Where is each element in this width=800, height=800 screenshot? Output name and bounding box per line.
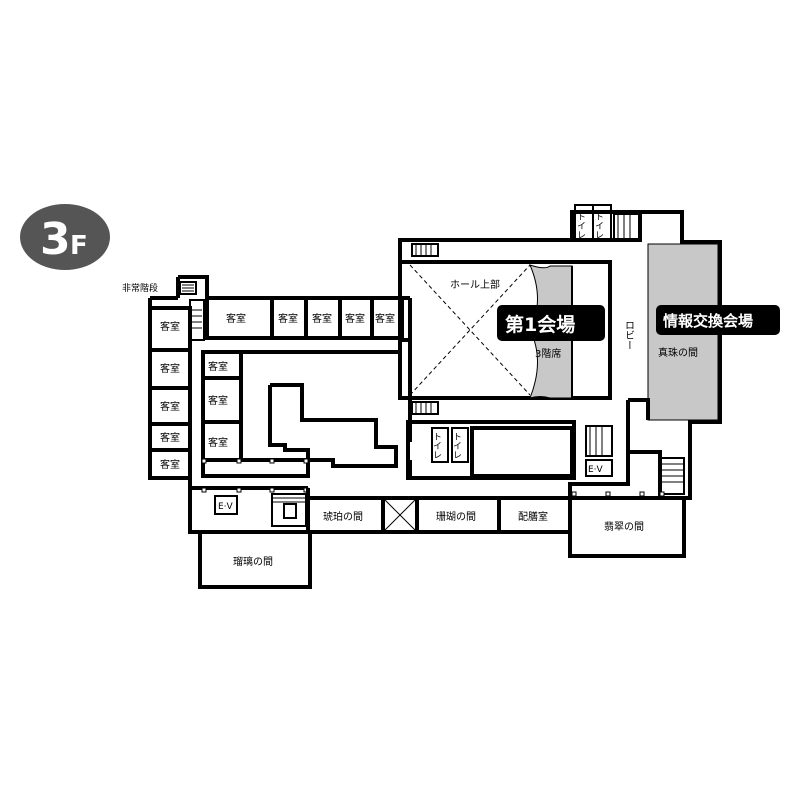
guest-room-label: 客室 [208, 394, 228, 407]
guest-room-row-top: 客室 客室 客室 客室 客室 [205, 296, 404, 340]
bottom-left-core: E·V [190, 493, 307, 534]
columns [201, 458, 665, 497]
toilet-label: トイレ [593, 212, 604, 239]
toilet-label: トイレ [431, 432, 442, 459]
guest-room-label: 客室 [160, 362, 180, 375]
shinju-label: 真珠の間 [658, 346, 698, 359]
toilet-label: トイレ [575, 212, 586, 239]
emergency-stairs-label: 非常階段 [122, 282, 158, 294]
guest-room-label: 客室 [160, 320, 180, 333]
hall-upper-label: ホール上部 [450, 278, 500, 291]
guest-room-label: 客室 [160, 431, 180, 444]
haizen-label: 配膳室 [518, 510, 548, 523]
ruri-label: 瑠璃の間 [233, 555, 273, 568]
guest-room-label: 客室 [208, 436, 228, 449]
third-floor-seats-label: 3階席 [535, 347, 561, 360]
guest-room-label: 客室 [226, 312, 246, 325]
ev-label: E·V [218, 502, 234, 512]
floor-badge: 3 F [20, 204, 110, 270]
floor-number: 3 [40, 214, 71, 265]
guest-room-column-left: 客室 客室 客室 客室 客室 [148, 306, 192, 480]
corridor-segment [568, 452, 630, 498]
right-corridor-walls [626, 398, 685, 498]
guest-room-label: 客室 [375, 312, 395, 325]
toilet-top: トイレ トイレ [574, 204, 641, 242]
bottom-row-rooms: 琥珀の間 珊瑚の間 配膳室 翡翠の間 瑠璃の間 [233, 496, 644, 568]
hall-main-badge [497, 305, 605, 341]
middle-block: トイレ トイレ E·V [406, 420, 613, 480]
inner-corridor-walls [190, 296, 412, 490]
guest-room-label: 客室 [208, 360, 228, 373]
guest-room-label: 客室 [278, 312, 298, 325]
guest-room-label: 客室 [160, 400, 180, 413]
emergency-stairs: 非常階段 [122, 281, 205, 341]
floor-suffix: F [70, 231, 88, 261]
lobby-label: ロビー [623, 320, 634, 350]
exchange-venue-badge [656, 305, 780, 335]
ev-label: E·V [588, 465, 604, 475]
guest-room-label: 客室 [345, 312, 365, 325]
guest-room-label: 客室 [312, 312, 332, 325]
guest-room-column-inner: 客室 客室 客室 [201, 350, 243, 462]
toilet-label: トイレ [451, 432, 462, 459]
guest-room-label: 客室 [160, 458, 180, 471]
hall-region: ホール上部 第1会場 3階席 [398, 243, 612, 415]
kohaku-label: 琥珀の間 [323, 510, 363, 523]
hall-main-label: 第1会場 [505, 313, 575, 336]
exchange-venue-label: 情報交換会場 [663, 312, 753, 330]
sango-label: 珊瑚の間 [436, 511, 476, 523]
exchange-venue: 情報交換会場 真珠の間 [647, 243, 780, 421]
hisui-label: 翡翠の間 [604, 520, 644, 533]
